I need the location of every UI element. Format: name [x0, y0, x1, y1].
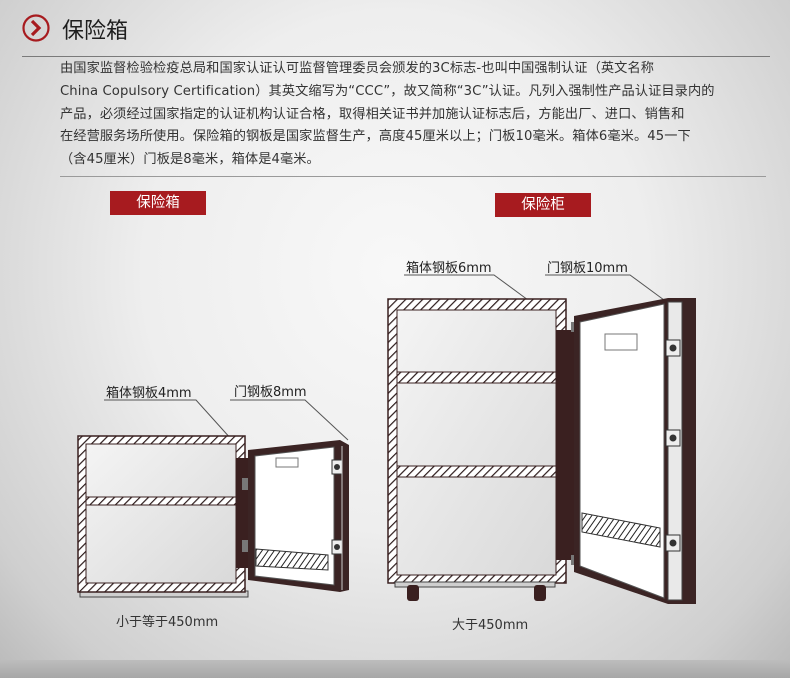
chevron-right-circle-icon	[22, 14, 50, 42]
safe-box-door-thickness-label: 门钢板8mm	[234, 385, 307, 400]
safe-box-drawing	[77, 399, 349, 598]
description-line: 由国家监督检验检疫总局和国家认证认可监督管理委员会颁发的3C标志-也叫中国强制认…	[60, 61, 655, 76]
safe-cabinet-body-thickness-label: 箱体钢板6mm	[406, 261, 492, 276]
description-line: 产品，必须经过国家指定的认证机构认证合格，取得相关证书并加施认证标志后，方能出厂…	[60, 106, 685, 122]
safe-cabinet-size-caption: 大于450mm	[452, 618, 529, 633]
safe-box-body-thickness-label: 箱体钢板4mm	[106, 386, 192, 401]
safe-cabinet-door-thickness-label: 门钢板10mm	[547, 261, 628, 276]
safe-cabinet-drawing	[387, 274, 696, 604]
description-line: China Copulsory Certification）其英文缩写为“CCC…	[60, 83, 715, 99]
page-title: 保险箱	[62, 19, 129, 44]
safe-box-size-caption: 小于等于450mm	[116, 615, 219, 630]
description-paragraph: 由国家监督检验检疫总局和国家认证认可监督管理委员会颁发的3C标志-也叫中国强制认…	[60, 58, 772, 172]
description-line: （含45厘米）门板是8毫米，箱体是4毫米。	[60, 152, 320, 168]
safe-box-tag: 保险箱	[110, 191, 206, 215]
safe-cabinet-tag: 保险柜	[495, 193, 591, 217]
bottom-bar	[0, 660, 790, 678]
description-line: 在经营服务场所使用。保险箱的钢板是国家监督生产，高度45厘米以上；门板10毫米。…	[60, 129, 691, 145]
section-header: 保险箱	[22, 12, 772, 57]
header-rule	[22, 56, 770, 57]
section-divider	[60, 176, 766, 177]
